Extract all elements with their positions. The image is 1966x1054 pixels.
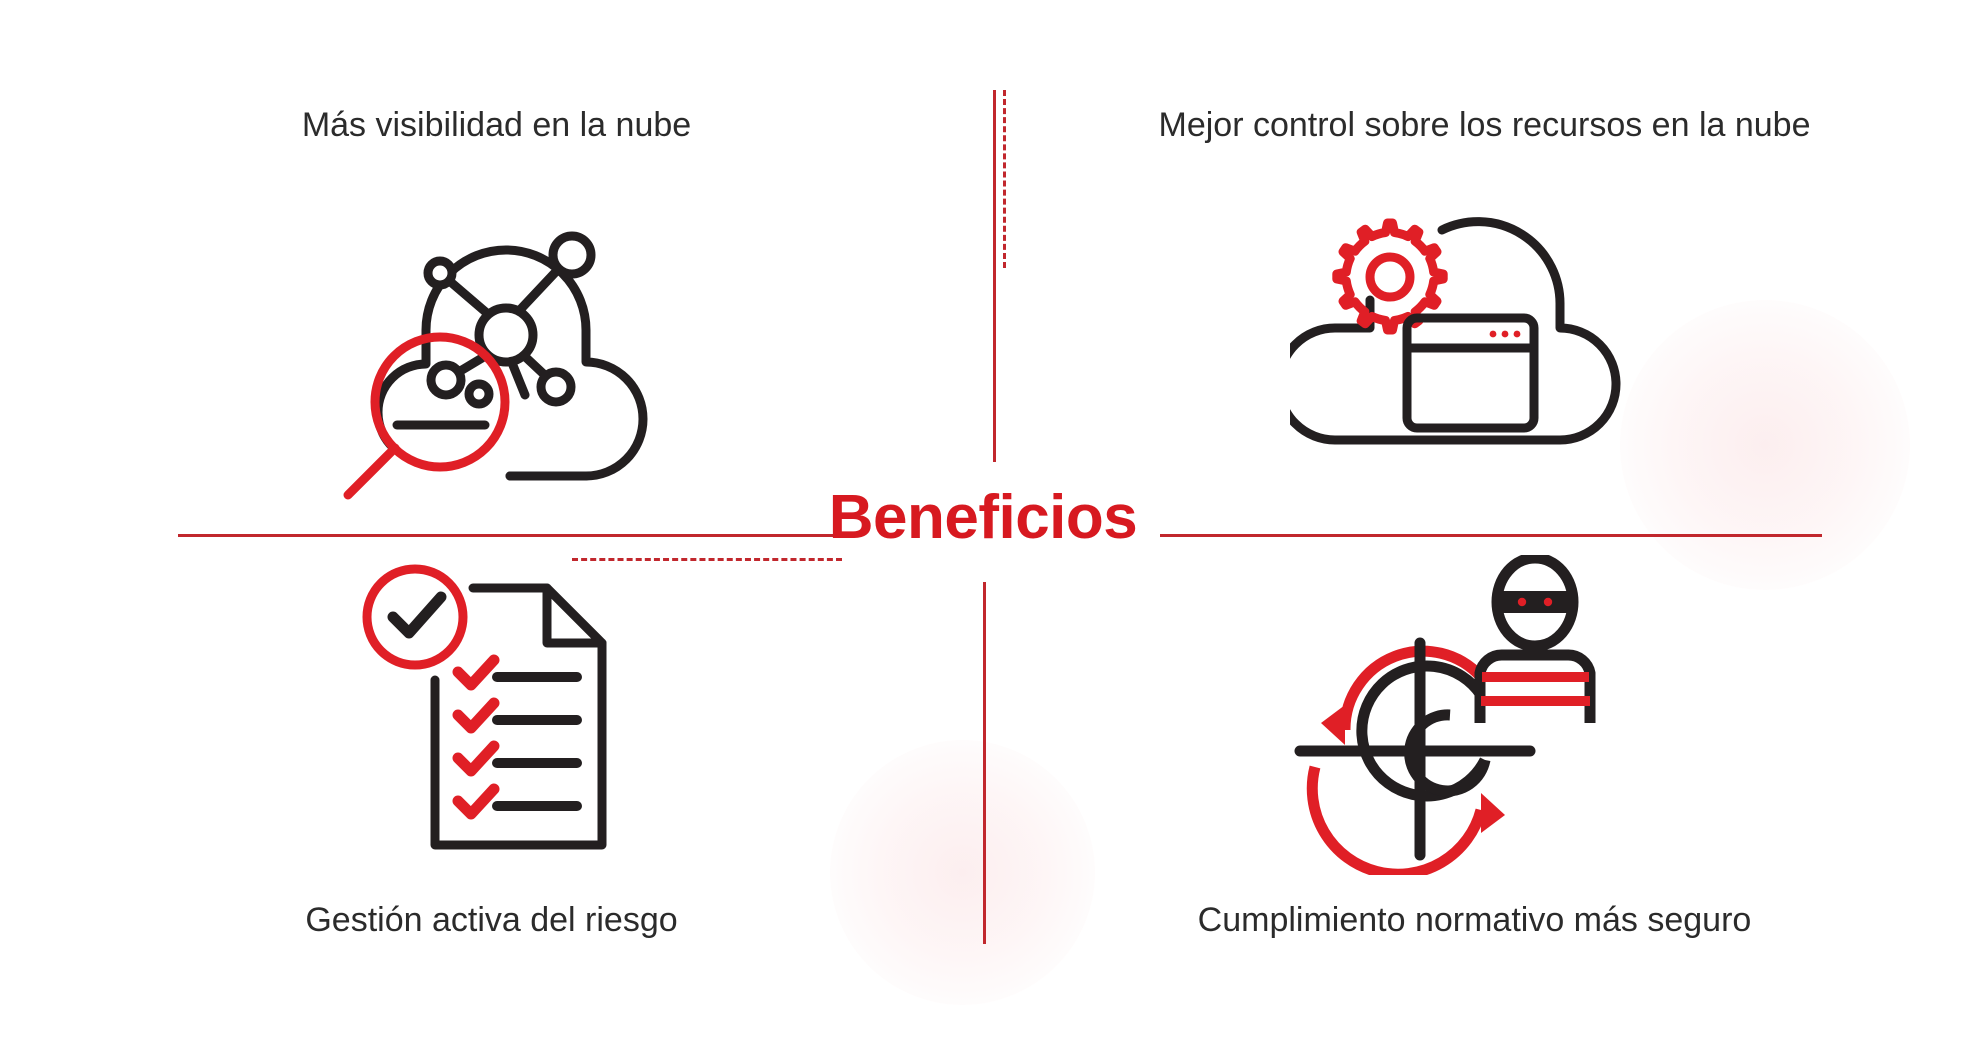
caption-compliance: Cumplimiento normativo más seguro bbox=[1197, 901, 1752, 939]
vertical-divider-top bbox=[993, 90, 996, 462]
decorative-glow-bottom bbox=[830, 740, 1095, 1005]
caption-risk: Gestión activa del riesgo bbox=[305, 901, 678, 939]
center-title: Beneficios bbox=[828, 483, 1138, 552]
caption-visibility: Más visibilidad en la nube bbox=[301, 106, 692, 144]
vertical-divider-bottom bbox=[983, 582, 986, 944]
caption-control: Mejor control sobre los recursos en la n… bbox=[1158, 106, 1811, 144]
target-refresh-thief-icon bbox=[1285, 552, 1615, 880]
cloud-network-magnifier-icon bbox=[340, 180, 670, 500]
checklist-document-check-icon bbox=[345, 555, 615, 865]
cloud-settings-window-icon bbox=[1274, 200, 1640, 450]
